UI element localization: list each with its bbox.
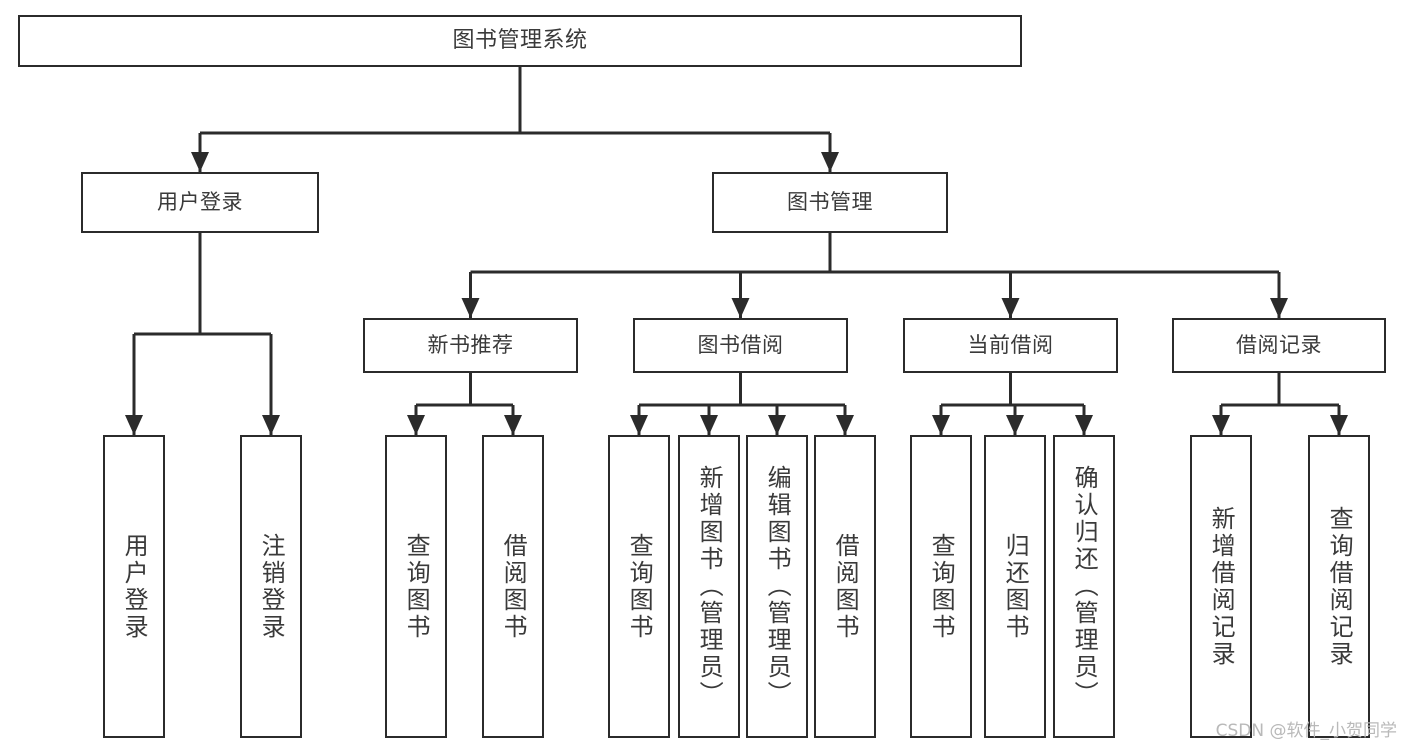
leaf-add-book-admin[interactable]: 新增图书（管理员） <box>678 435 740 738</box>
leaf-logout[interactable]: 注销登录 <box>240 435 302 738</box>
node-label: 查询图书 <box>927 532 956 641</box>
leaf-query-book-1[interactable]: 查询图书 <box>385 435 447 738</box>
node-label: 借阅图书 <box>831 532 860 641</box>
node-label: 用户登录 <box>120 532 149 641</box>
leaf-query-borrow-record[interactable]: 查询借阅记录 <box>1308 435 1370 738</box>
node-label: 确认归还（管理员） <box>1070 465 1099 708</box>
leaf-borrow-book-1[interactable]: 借阅图书 <box>482 435 544 738</box>
leaf-add-borrow-record[interactable]: 新增借阅记录 <box>1190 435 1252 738</box>
node-current-borrow[interactable]: 当前借阅 <box>903 318 1118 373</box>
node-book-management[interactable]: 图书管理 <box>712 172 948 233</box>
node-label: 查询图书 <box>625 532 654 641</box>
leaf-query-book-3[interactable]: 查询图书 <box>910 435 972 738</box>
node-label: 用户登录 <box>157 189 243 214</box>
node-new-book-recommendation[interactable]: 新书推荐 <box>363 318 578 373</box>
node-label: 当前借阅 <box>967 332 1054 357</box>
node-label: 新增图书（管理员） <box>695 465 724 708</box>
node-label: 查询借阅记录 <box>1325 505 1354 668</box>
node-label: 注销登录 <box>257 532 286 641</box>
leaf-user-login[interactable]: 用户登录 <box>103 435 165 738</box>
node-label: 图书借阅 <box>697 332 784 357</box>
leaf-query-book-2[interactable]: 查询图书 <box>608 435 670 738</box>
node-label: 编辑图书（管理员） <box>763 465 792 708</box>
leaf-return-book[interactable]: 归还图书 <box>984 435 1046 738</box>
node-book-borrow[interactable]: 图书借阅 <box>633 318 848 373</box>
node-user-login[interactable]: 用户登录 <box>81 172 319 233</box>
node-label: 图书管理 <box>787 189 873 214</box>
node-label: 查询图书 <box>402 532 431 641</box>
node-label: 归还图书 <box>1001 532 1030 641</box>
node-label: 图书管理系统 <box>452 27 588 53</box>
node-label: 新书推荐 <box>427 332 514 357</box>
leaf-confirm-return-admin[interactable]: 确认归还（管理员） <box>1053 435 1115 738</box>
node-borrow-record[interactable]: 借阅记录 <box>1172 318 1386 373</box>
node-label: 新增借阅记录 <box>1207 505 1236 668</box>
leaf-edit-book-admin[interactable]: 编辑图书（管理员） <box>746 435 808 738</box>
csdn-watermark: CSDN @软件_小贺同学 <box>1215 721 1397 741</box>
leaf-borrow-book-2[interactable]: 借阅图书 <box>814 435 876 738</box>
node-root-book-management-system[interactable]: 图书管理系统 <box>18 15 1022 67</box>
node-label: 借阅图书 <box>499 532 528 641</box>
node-label: 借阅记录 <box>1236 332 1322 357</box>
